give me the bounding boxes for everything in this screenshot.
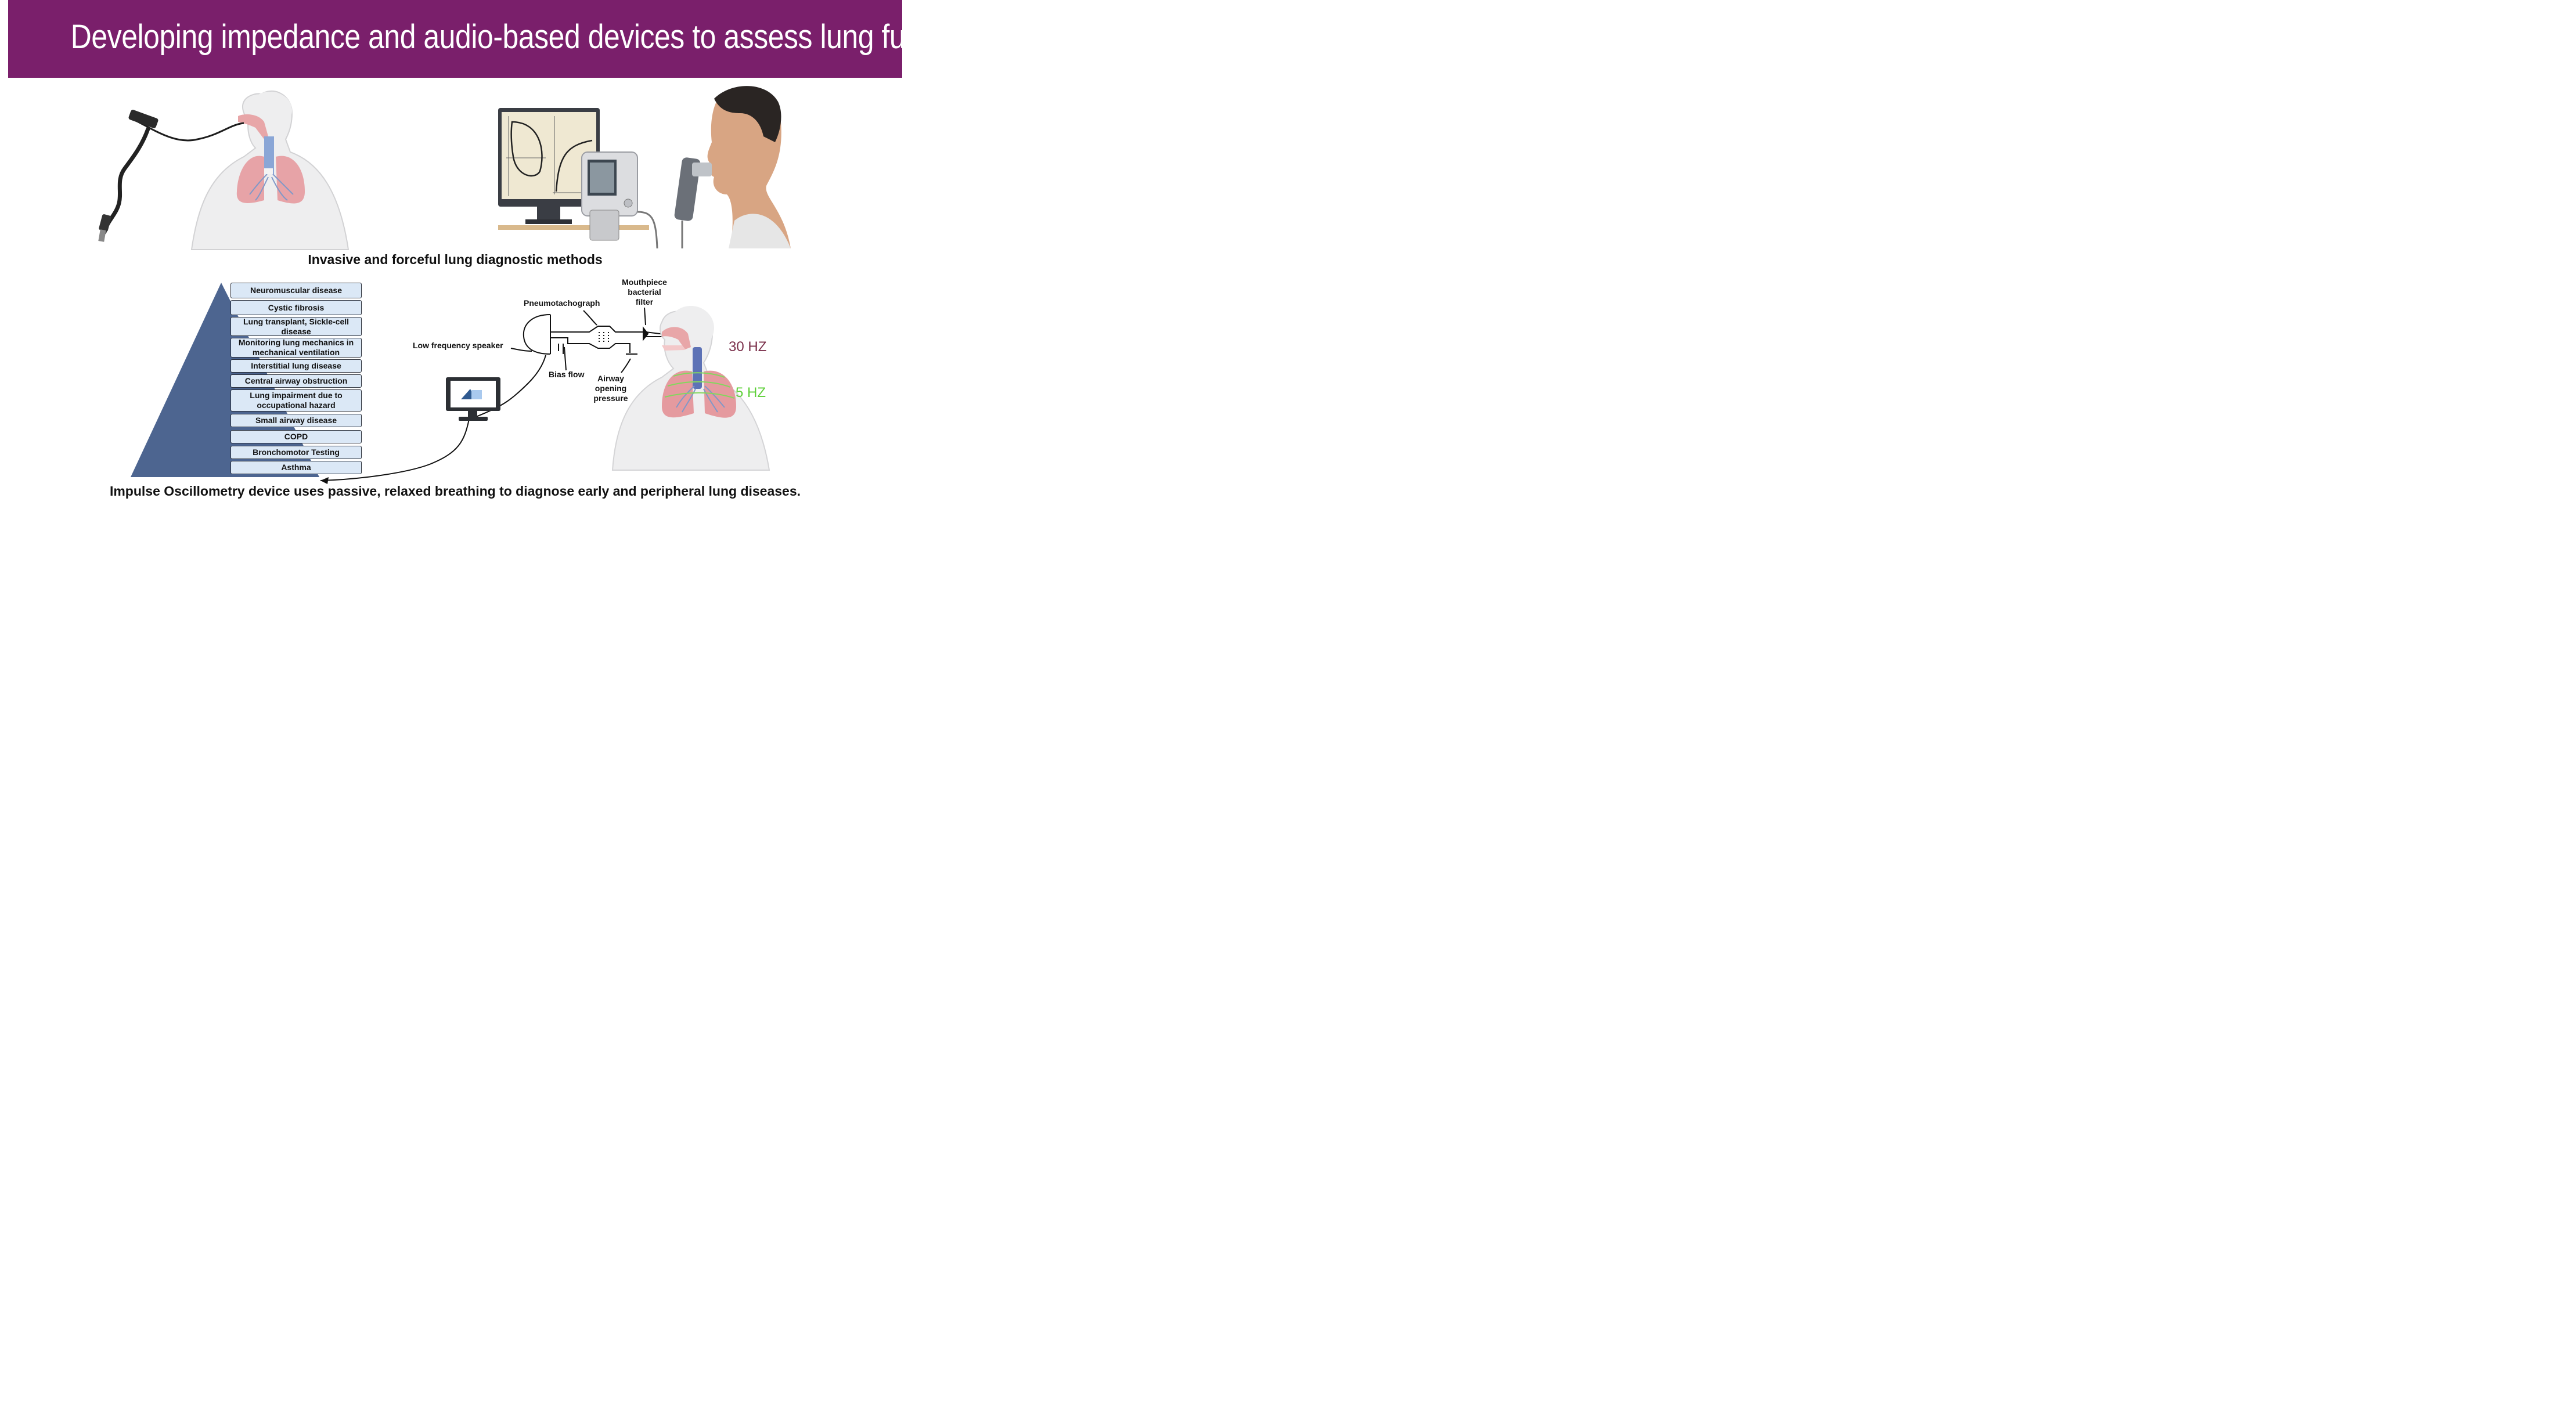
pyramid-item: Central airway obstruction bbox=[230, 374, 362, 388]
caption-oscillometry: Impulse Oscillometry device uses passive… bbox=[109, 483, 801, 499]
label-pneumotachograph: Pneumotachograph bbox=[524, 298, 600, 308]
disease-pyramid bbox=[131, 283, 319, 477]
label-airway-pressure: Airway opening pressure bbox=[593, 374, 628, 403]
pyramid-item: Asthma bbox=[230, 461, 362, 474]
pyramid-item: Small airway disease bbox=[230, 414, 362, 427]
pyramid-item: Lung transplant, Sickle-cell disease bbox=[230, 317, 362, 336]
caption-invasive-methods: Invasive and forceful lung diagnostic me… bbox=[308, 252, 603, 267]
pyramid-item: Bronchomotor Testing bbox=[230, 446, 362, 459]
pyramid-item: Monitoring lung mechanics in mechanical … bbox=[230, 338, 362, 358]
bronchoscopy-figure bbox=[98, 91, 350, 250]
patient-figure bbox=[611, 306, 770, 471]
pyramid-item: Cystic fibrosis bbox=[230, 300, 362, 315]
pyramid-item: Neuromuscular disease bbox=[230, 283, 362, 298]
title-banner: Developing impedance and audio-based dev… bbox=[8, 0, 981, 78]
label-speaker: Low frequency speaker bbox=[413, 341, 503, 350]
illustration-canvas bbox=[98, 86, 791, 484]
cable-arrow bbox=[320, 477, 329, 484]
oscillometry-schematic bbox=[320, 307, 665, 481]
page-title: Developing impedance and audio-based dev… bbox=[70, 18, 981, 56]
analysis-monitor bbox=[446, 377, 500, 421]
label-mouthpiece-filter: Mouthpiece bacterial filter bbox=[622, 277, 667, 306]
spirometry-figure bbox=[498, 86, 791, 249]
freq-30hz-label: 30 HZ bbox=[729, 339, 767, 355]
label-bias-flow: Bias flow bbox=[549, 370, 585, 379]
pyramid-item: Interstitial lung disease bbox=[230, 359, 362, 373]
pyramid-item: COPD bbox=[230, 430, 362, 443]
pyramid-item: Lung impairment due to occupational haza… bbox=[230, 389, 362, 412]
freq-5hz-label: 5 HZ bbox=[736, 385, 766, 400]
